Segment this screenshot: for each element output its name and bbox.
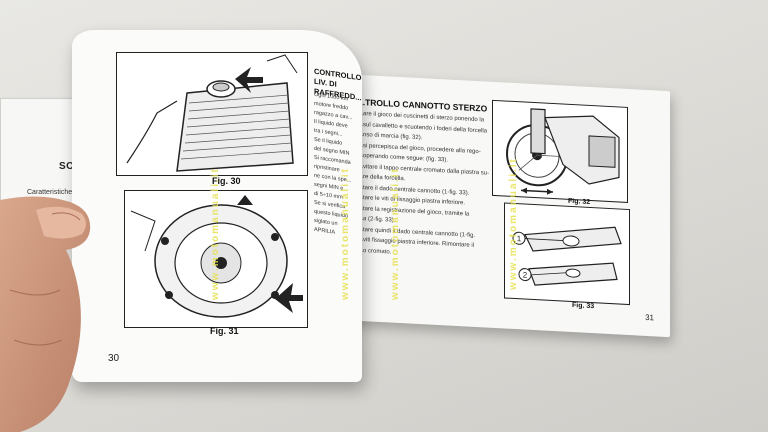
right-page-number: 31 <box>645 312 654 323</box>
figure-33-marker-2: 2 <box>523 270 528 279</box>
watermark: www.motomanuali.it <box>210 167 221 300</box>
figure-32-illustration <box>492 99 628 203</box>
figure-32-caption: Fig. 32 <box>568 197 591 206</box>
left-page-side-text: Ogni 1000 km motore freddo ragazzo a cav… <box>314 91 360 287</box>
left-page-number: 30 <box>108 353 120 364</box>
right-page-text: ...are il gioco dei cuscinetti di sterzo… <box>358 109 498 263</box>
left-page: Fig. 30 Fig. 31 CONTROLLO LIV. DI RAFFRE… <box>72 30 362 382</box>
right-page: ...TROLLO CANNOTTO STERZO ...are il gioc… <box>320 72 670 338</box>
figure-31-illustration <box>124 190 308 328</box>
figure-33-illustration: 1 2 <box>504 202 630 306</box>
watermark: www.motomanuali.it <box>340 167 351 300</box>
watermark: www.motomanuali.it <box>508 157 519 290</box>
figure-31-caption: Fig. 31 <box>210 326 239 336</box>
figure-33-marker-1: 1 <box>517 234 522 243</box>
watermark: www.motomanuali.it <box>390 167 401 300</box>
hand <box>0 190 130 432</box>
background-booklet-title: SOM <box>59 161 83 172</box>
figure-33-caption: Fig. 33 <box>572 302 595 311</box>
background-booklet-subtitle: Caratteristiche tecniche <box>27 189 101 196</box>
figure-30-illustration <box>116 52 308 176</box>
figure-30-caption: Fig. 30 <box>212 176 241 186</box>
